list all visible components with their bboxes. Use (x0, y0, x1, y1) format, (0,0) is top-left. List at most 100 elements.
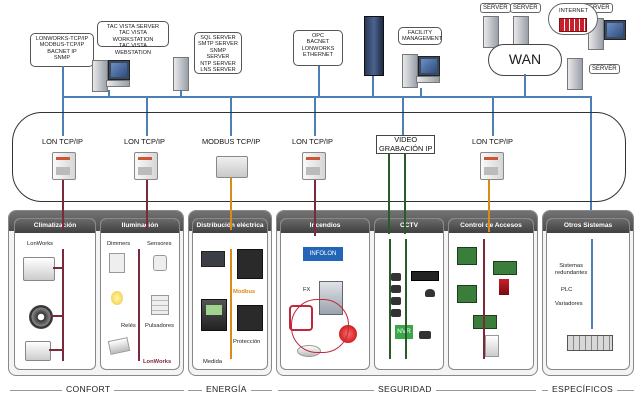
iluminacion-uplink (146, 180, 148, 230)
video-uplink-2 (404, 154, 406, 234)
lon-router-2 (134, 152, 158, 180)
internet-label: INTERNET (559, 8, 588, 14)
router-label-1: LON TCP/IP (40, 137, 85, 146)
fx-label: FX (303, 287, 311, 293)
climatizacion-uplink (62, 180, 64, 230)
incendios-box: Incendios INFOLON FX (280, 218, 370, 370)
otros-bus (591, 239, 593, 329)
cctv-bus-1 (389, 239, 391, 359)
router-label-4: LON TCP/IP (290, 137, 335, 146)
climatizacion-lonworks-label: LonWorks (27, 241, 53, 247)
router-label-3: MODBUS TCP/IP (200, 137, 263, 146)
meter-icon-1 (201, 251, 225, 267)
wan-label: WAN (508, 51, 542, 67)
medida-label: Medida (203, 359, 223, 365)
video-uplink-1 (388, 154, 390, 234)
accesos-box: Control de Accesos (448, 218, 534, 370)
clima-stub-1 (53, 267, 63, 269)
backbone-drop-4 (318, 66, 320, 96)
clima-stub-3 (49, 349, 63, 351)
incendios-uplink (314, 180, 316, 236)
dimmer-icon (109, 253, 125, 273)
infolon-badge: INFOLON (303, 247, 343, 261)
card-reader-icon (485, 335, 499, 357)
server-label-2: SERVER (510, 3, 541, 13)
access-controller-icon-3 (457, 285, 477, 303)
wan-cloud: WAN (488, 44, 562, 76)
accesos-title: Control de Accesos (449, 219, 533, 233)
dome-camera-icon (425, 289, 435, 297)
drop-router-4 (314, 96, 316, 136)
iluminacion-box: Iluminación Dimmers Sensores Relés Pulsa… (100, 218, 180, 370)
lon-router-1 (52, 152, 76, 180)
drop-router-6 (492, 96, 494, 136)
server-label-1: SERVER (480, 3, 511, 13)
otros-box: Otros Sistemas Sistemas redundantes PLC … (546, 218, 630, 370)
clima-stub-2 (51, 315, 63, 317)
accesos-bus (483, 239, 485, 359)
drop-router-1 (62, 96, 64, 136)
lock-icon (499, 279, 509, 295)
thermostat-icon (23, 257, 55, 281)
accesos-uplink (488, 180, 490, 232)
nvr-badge: NVR (395, 325, 413, 339)
confort-label: CONFORT (62, 384, 115, 394)
tac-vista-workstation (90, 52, 130, 92)
variadores-label: Variadores (555, 301, 583, 307)
drop-router-3 (230, 96, 232, 136)
modbus-uplink (230, 178, 232, 230)
tac-vista-callout: TAC VISTA SERVER TAC VISTA WORKSTATION T… (97, 21, 169, 56)
motion-sensor-icon (153, 255, 167, 271)
fan-icon (29, 305, 53, 329)
cctv-box: CCTV NVR (374, 218, 444, 370)
sensor-icon (25, 341, 51, 361)
seguridad-label: SEGURIDAD (374, 384, 436, 394)
remote-server-2 (510, 14, 530, 48)
otros-title: Otros Sistemas (547, 219, 629, 233)
dimmers-label: Dimmers (107, 241, 131, 247)
incendios-title: Incendios (281, 219, 369, 233)
remote-server-1 (480, 14, 500, 48)
modbus-bus (230, 249, 232, 359)
lon-router-3 (302, 152, 326, 180)
fire-loop (291, 299, 349, 353)
server-label-4: SERVER (589, 64, 620, 74)
backbone-drop-1 (62, 66, 64, 96)
backbone-drop-7 (524, 74, 526, 96)
router-label-5: VIDEO GRABACIÓN IP (376, 135, 436, 154)
lon-router-4 (480, 152, 504, 180)
distribucion-box: Distribución eléctrica Modbus Medida Pro… (192, 218, 268, 370)
access-controller-icon-1 (457, 247, 477, 265)
pushbutton-icon (151, 295, 169, 315)
reles-label: Relés (121, 323, 136, 329)
camera-icon-4 (391, 309, 401, 317)
camera-icon-3 (391, 297, 401, 305)
iluminacion-lonworks-label: LonWorks (143, 359, 172, 365)
sensores-label: Sensores (147, 241, 172, 247)
backbone-drop-2 (108, 90, 110, 96)
access-controller-icon-4 (473, 315, 497, 329)
internet-cloud: INTERNET (548, 3, 598, 35)
protocols-callout: LONWORKS-TCP/IP MODBUS-TCP/IP BACNET IP … (30, 33, 94, 67)
redundantes-label: Sistemas redundantes (555, 263, 588, 276)
opc-callout: OPC BACNET LONWORKS ETHERNET (293, 30, 343, 66)
ptz-camera-icon (419, 331, 431, 339)
dvr-icon (411, 271, 439, 281)
drop-otros (590, 96, 592, 236)
remote-server-3 (564, 56, 584, 90)
drop-router-5 (402, 96, 404, 136)
ethernet-backbone (62, 96, 592, 98)
sql-server-callout: SQL SERVER SMTP SERVER SNMP SERVER NTP S… (194, 32, 242, 74)
modbus-label: Modbus (233, 289, 256, 295)
climatizacion-bus (62, 249, 64, 361)
energia-label: ENERGÍA (202, 384, 251, 394)
proteccion-label: Protección (233, 339, 261, 345)
router-label-6: LON TCP/IP (470, 137, 515, 146)
router-label-2: LON TCP/IP (122, 137, 167, 146)
ip-network-ring (12, 112, 626, 202)
climatizacion-title: Climatización (15, 219, 95, 233)
energy-meter-icon (201, 299, 227, 331)
facility-management-callout: FACILITY MANAGEMENT (398, 27, 442, 45)
iluminacion-title: Iluminación (101, 219, 179, 233)
climatizacion-box: Climatización LonWorks (14, 218, 96, 370)
